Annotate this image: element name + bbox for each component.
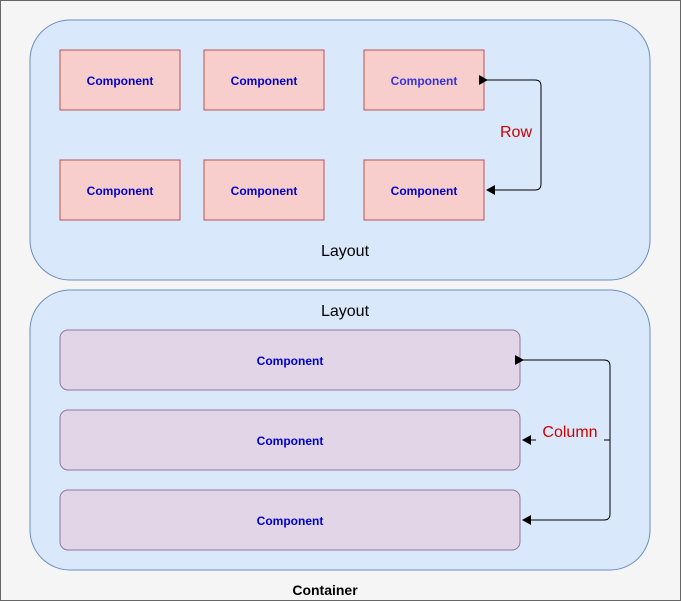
- row-annotation: Row: [500, 124, 532, 141]
- row-component-3: Component: [363, 49, 485, 111]
- column-annotation: Column: [542, 424, 597, 441]
- row-component-2: Component: [203, 49, 325, 111]
- row-annotation-bg: [496, 120, 536, 142]
- row-component-label: Component: [391, 184, 458, 198]
- row-component-1: Component: [59, 49, 181, 111]
- layout-column-label: Layout: [321, 303, 370, 320]
- row-component-label: Component: [87, 74, 154, 88]
- column-annotation-bg: [536, 421, 604, 443]
- row-component-6: Component: [363, 159, 485, 221]
- column-component-1: Component: [59, 329, 521, 391]
- row-component-box: [59, 49, 181, 111]
- row-component-label: Component: [391, 74, 458, 88]
- layout-column: Layout Component Component Component Col…: [29, 289, 651, 571]
- column-component-3: Component: [59, 489, 521, 551]
- row-component-5: Component: [203, 159, 325, 221]
- row-component-box: [363, 159, 485, 221]
- row-component-box: [59, 159, 181, 221]
- layout-row-box: [29, 19, 651, 281]
- row-bracket-arrow: [479, 75, 542, 195]
- layout-row: Layout Component Component Component Com…: [29, 19, 651, 281]
- row-component-label: Component: [87, 184, 154, 198]
- row-component-box: [203, 49, 325, 111]
- container-label: Container: [292, 582, 358, 598]
- column-component-2: Component: [59, 409, 521, 471]
- row-component-box: [363, 49, 485, 111]
- row-component-label: Component: [231, 184, 298, 198]
- column-component-label: Component: [257, 354, 324, 368]
- column-component-label: Component: [257, 434, 324, 448]
- row-component-label: Component: [231, 74, 298, 88]
- column-component-label: Component: [257, 514, 324, 528]
- row-component-4: Component: [59, 159, 181, 221]
- layout-row-label: Layout: [321, 243, 370, 260]
- row-component-box: [203, 159, 325, 221]
